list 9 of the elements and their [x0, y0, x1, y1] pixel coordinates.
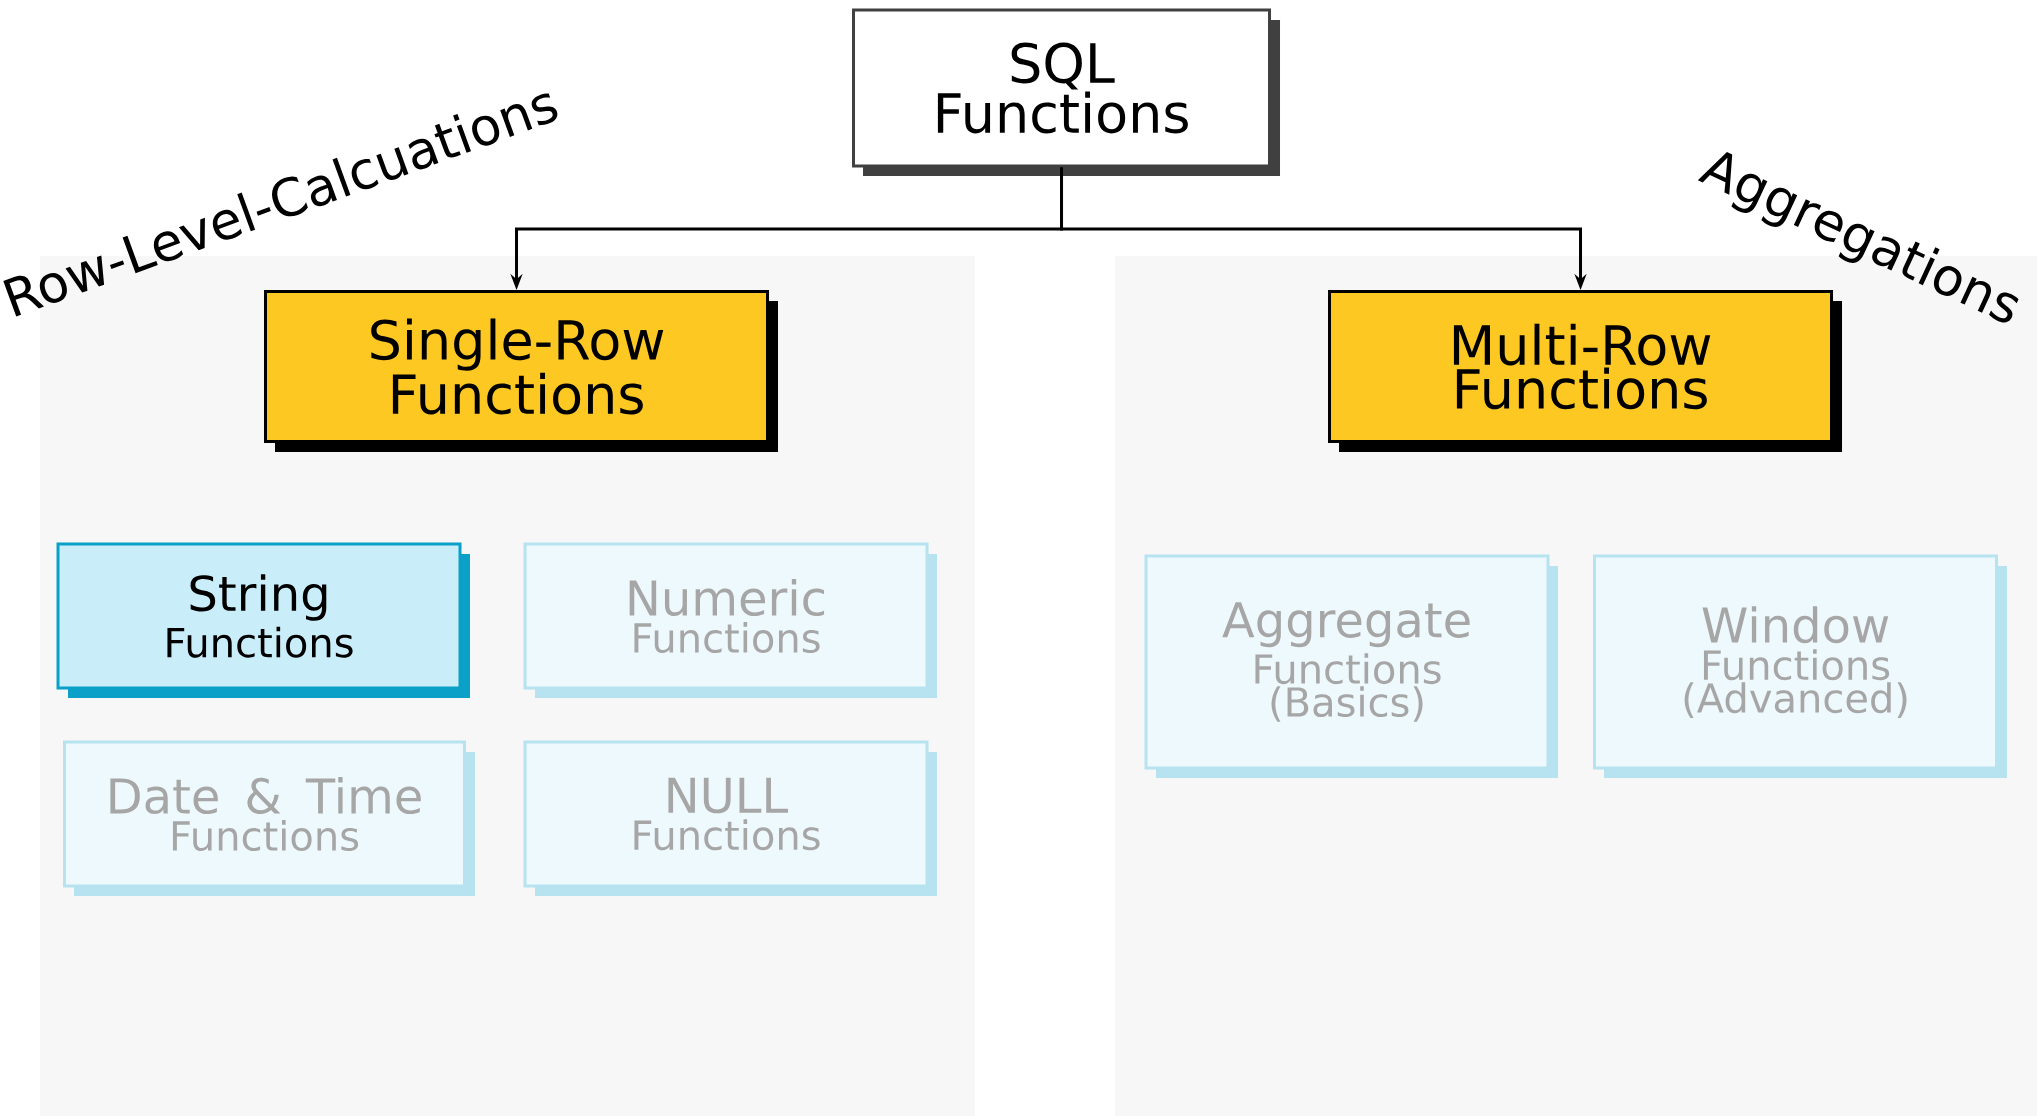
function-box: Date & Time Functions — [63, 740, 475, 896]
function-box: String Functions — [56, 542, 470, 698]
function-box: Multi-Row Functions — [1328, 290, 1842, 452]
function-box: NULL Functions — [523, 740, 937, 896]
function-box: Aggregate Functions (Basics) — [1144, 554, 1558, 778]
function-box: Window Functions (Advanced) — [1593, 554, 2008, 778]
function-box: Single-Row Functions — [264, 290, 778, 452]
function-box: Numeric Functions — [523, 542, 937, 698]
function-box: SQL Functions — [852, 8, 1280, 176]
